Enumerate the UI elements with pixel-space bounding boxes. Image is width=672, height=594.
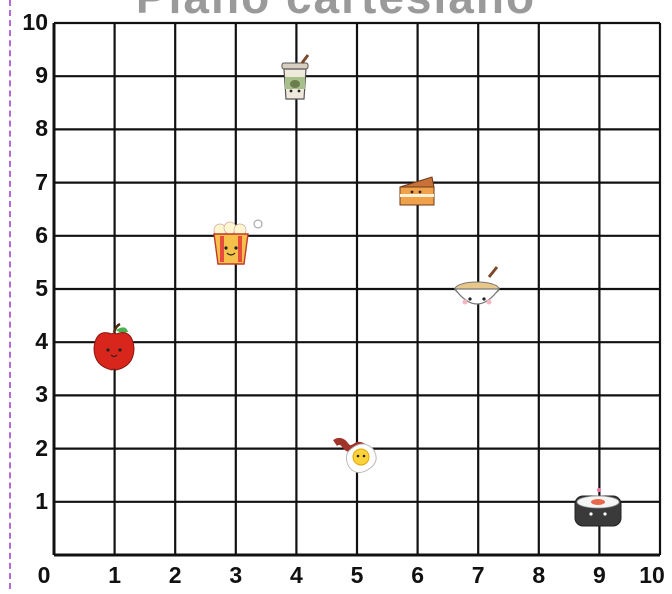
coffee-cup-icon <box>274 51 318 101</box>
y-tick-label: 10 <box>8 9 48 36</box>
x-tick-label: 5 <box>337 562 377 589</box>
y-tick-label: 9 <box>8 62 48 89</box>
x-tick-label: 6 <box>398 562 438 589</box>
x-tick-label: 0 <box>24 562 64 589</box>
x-tick-label: 4 <box>276 562 316 589</box>
noodle-bowl-icon <box>453 265 503 313</box>
sushi-roll-icon <box>573 482 625 522</box>
x-tick-label: 7 <box>458 562 498 589</box>
x-tick-label: 3 <box>216 562 256 589</box>
y-tick-label: 8 <box>8 115 48 142</box>
y-tick-label: 4 <box>8 328 48 355</box>
y-tick-label: 7 <box>8 169 48 196</box>
y-tick-label: 5 <box>8 275 48 302</box>
x-tick-label: 8 <box>519 562 559 589</box>
y-tick-label: 6 <box>8 222 48 249</box>
x-tick-label: 10 <box>632 562 672 589</box>
popcorn-icon <box>208 212 264 260</box>
egg-bacon-icon <box>333 427 381 471</box>
y-tick-label: 3 <box>8 381 48 408</box>
x-tick-label: 1 <box>95 562 135 589</box>
x-tick-label: 9 <box>579 562 619 589</box>
apple-icon <box>92 318 138 366</box>
x-tick-label: 2 <box>155 562 195 589</box>
y-tick-label: 1 <box>8 488 48 515</box>
cake-slice-icon <box>398 165 438 201</box>
y-tick-label: 2 <box>8 435 48 462</box>
